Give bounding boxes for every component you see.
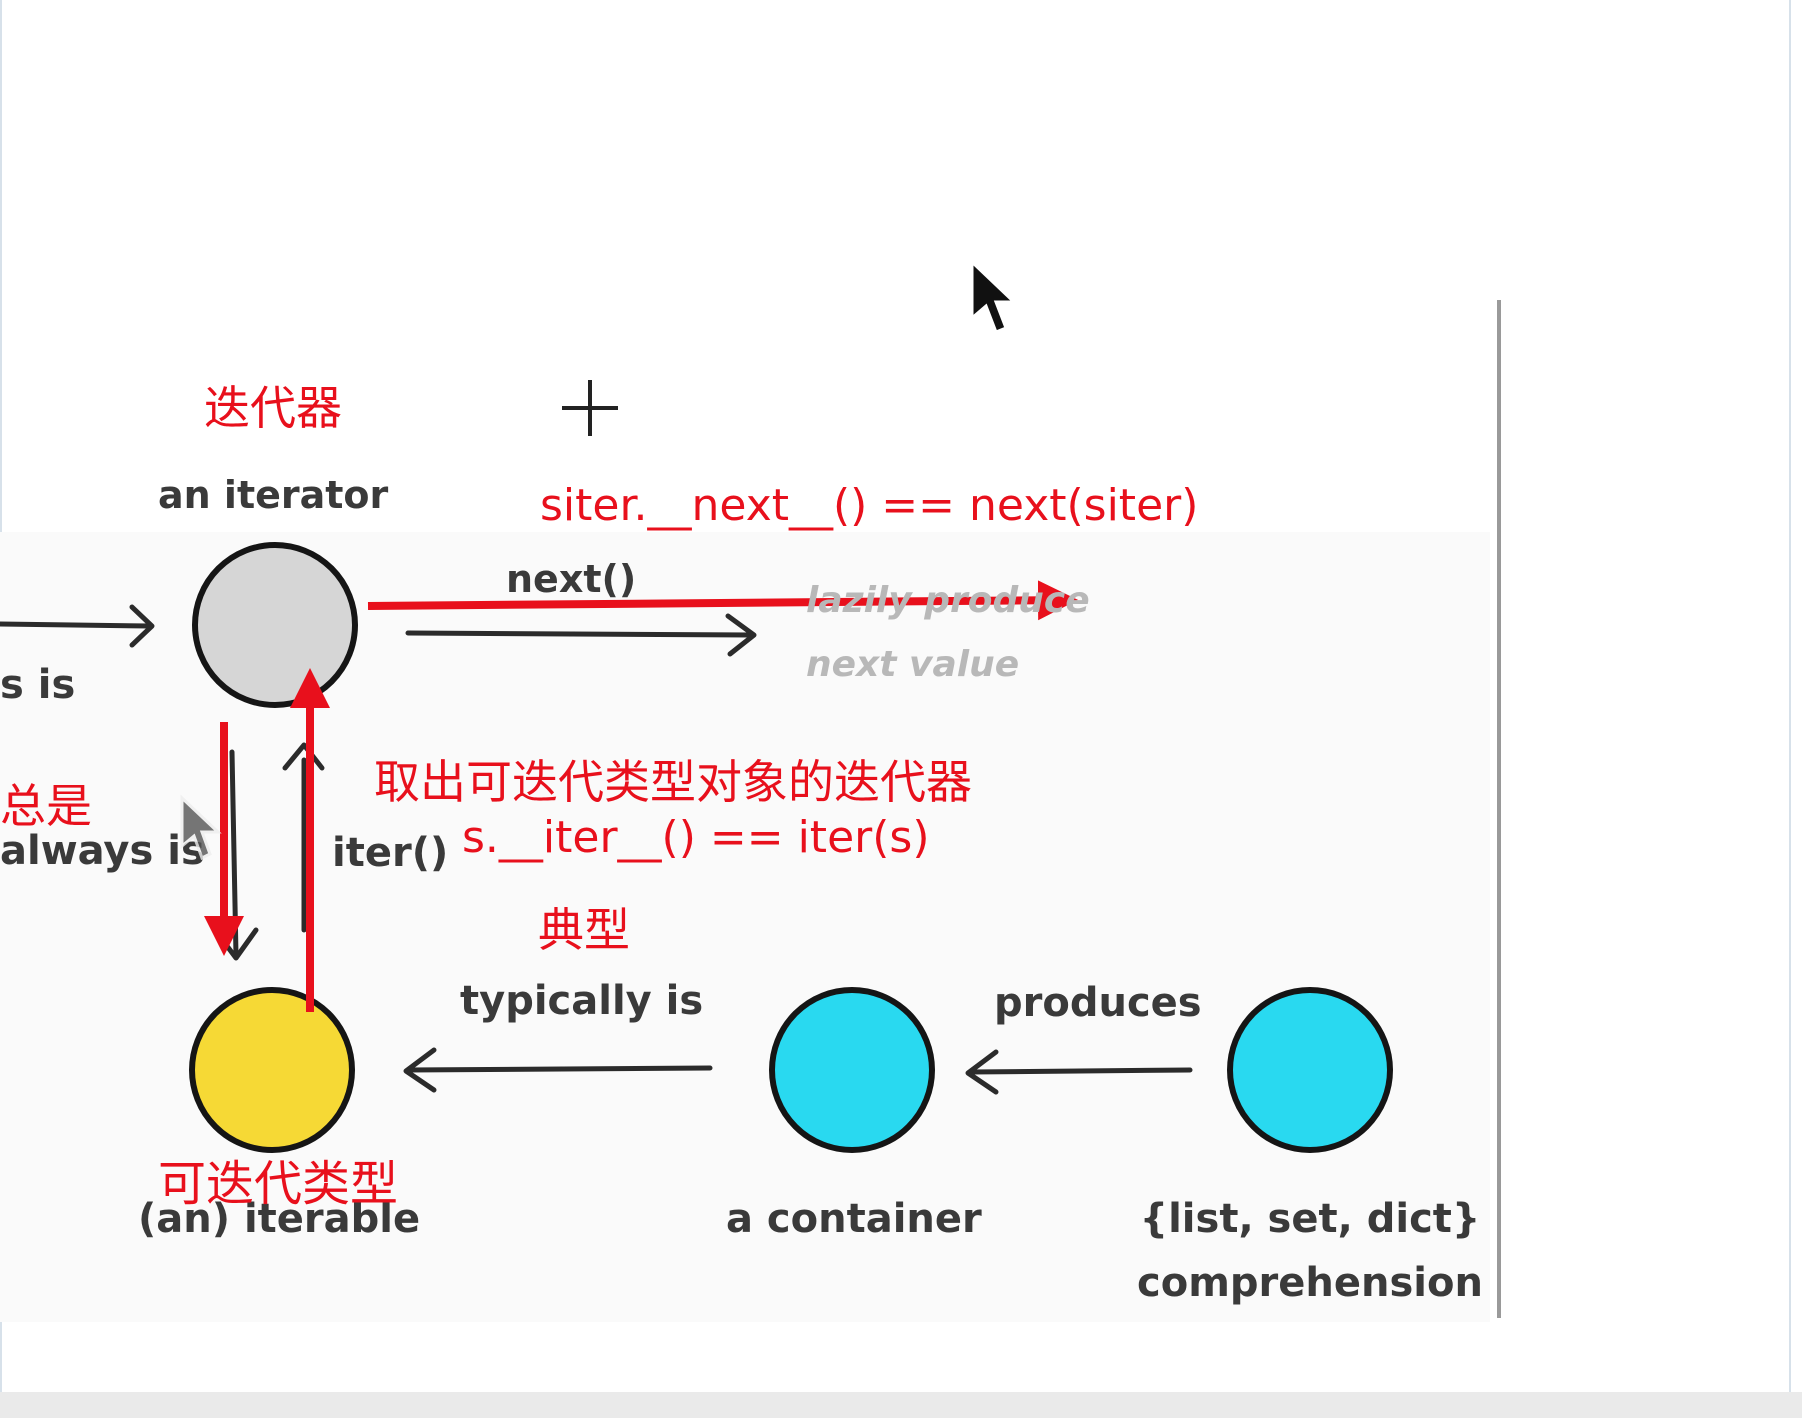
iterable-label: (an) iterable [138,1196,420,1242]
iterator-zh-label: 迭代器 [204,381,342,435]
lazily-produce-text: lazily produce [806,580,1090,621]
always-zh-label: 总是 [0,779,92,833]
next-arrow-head [725,613,757,657]
iterable-node [189,987,355,1153]
iter-arrow-head [282,742,325,771]
bottom-bar [0,1392,1802,1418]
comprehension-label-line2: comprehension [1137,1260,1483,1306]
crosshair-cursor-icon [562,380,618,436]
typically-is-arrow-head [403,1047,437,1093]
next-value-text: next value [806,644,1019,685]
iterable-zh-label: 可迭代类型 [158,1156,398,1212]
comprehension-label-line1: {list, set, dict} [1140,1196,1481,1242]
iter-label: iter() [332,830,448,876]
annotation-arrows [204,580,1078,1012]
container-label: a container [726,1196,982,1242]
comprehension-node [1227,987,1393,1153]
mouse-pointer-icon [970,258,1018,334]
typically-zh-label: 典型 [538,903,630,957]
incoming-arrow-head [129,604,155,648]
left-partial-label: s is [0,662,75,708]
red-next-arrow [367,580,1078,621]
iterator-label: an iterator [158,473,389,517]
typically-is-label: typically is [460,978,703,1024]
typically-is-arrow-line [405,1065,713,1073]
iter-code-annotation: s.__iter__() == iter(s) [462,812,929,863]
next-code-annotation: siter.__next__() == next(siter) [540,480,1198,531]
produces-arrow-line [967,1067,1193,1075]
next-label: next() [506,557,636,601]
iterator-node [192,542,358,708]
always-is-label: always is [0,828,205,874]
container-node [769,987,935,1153]
produces-arrow-head [965,1049,999,1095]
mouse-pointer-ghost-icon [180,794,222,861]
iter-desc-zh-annotation: 取出可迭代类型对象的迭代器 [374,755,972,809]
next-arrow-line [405,630,755,638]
produces-label: produces [994,980,1202,1026]
incoming-arrow-line [0,621,153,629]
